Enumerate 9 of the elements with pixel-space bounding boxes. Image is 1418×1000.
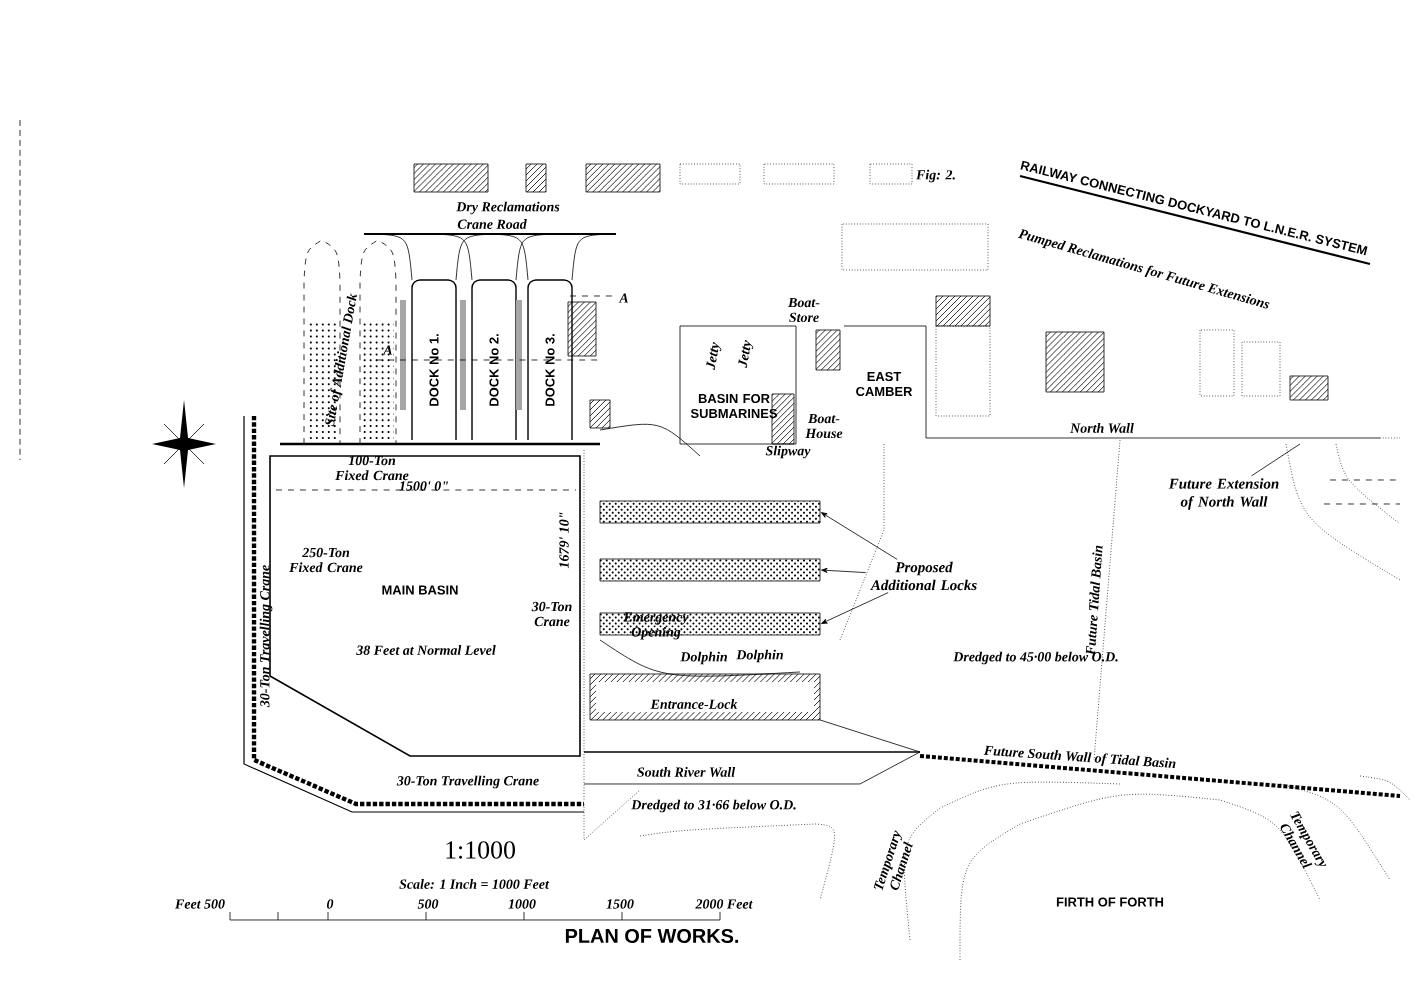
arrow: [821, 567, 866, 573]
leader-line: [1251, 443, 1301, 477]
arrow: [821, 592, 889, 624]
lock-band: [599, 558, 821, 582]
lock-band: [599, 612, 821, 636]
drawing-title: PLAN OF WORKS.: [565, 928, 739, 944]
arrow: [821, 512, 898, 560]
handwritten-note: 1:1000: [446, 841, 515, 859]
lock-band: [599, 500, 821, 524]
